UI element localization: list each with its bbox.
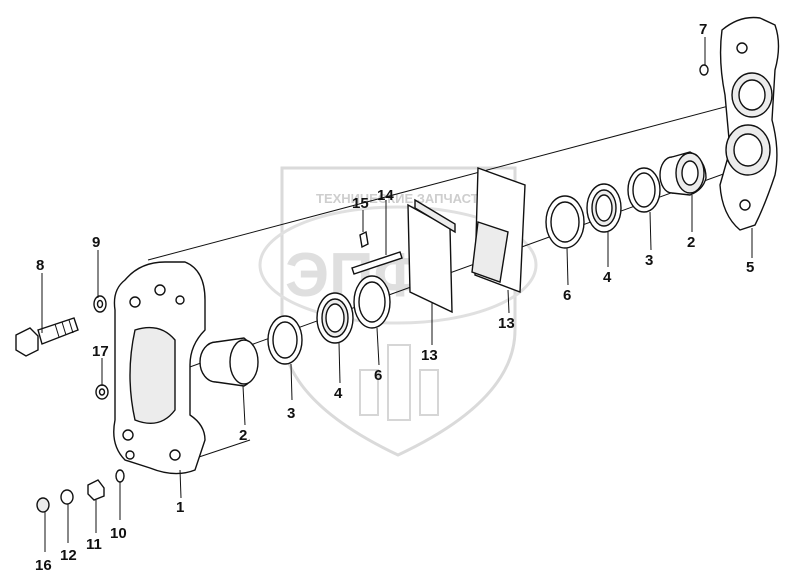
caliper-half-right bbox=[719, 16, 780, 231]
retaining-pin bbox=[351, 251, 403, 275]
callout-4-left: 4 bbox=[334, 385, 343, 402]
callout-15: 15 bbox=[352, 195, 369, 212]
callout-7: 7 bbox=[699, 21, 707, 38]
washer-9 bbox=[93, 295, 107, 313]
bleeder-screw-11 bbox=[87, 479, 105, 501]
leader-lines bbox=[41, 37, 753, 552]
watermark-ring bbox=[258, 205, 538, 325]
cap-16 bbox=[36, 497, 50, 513]
brake-pad-left bbox=[407, 198, 456, 314]
bolt bbox=[15, 317, 79, 357]
ring-6-left bbox=[353, 275, 391, 329]
callout-6-right: 6 bbox=[563, 287, 571, 304]
bleeder-fitting-12 bbox=[60, 489, 74, 505]
callout-16: 16 bbox=[35, 557, 52, 574]
washer-17 bbox=[95, 384, 109, 400]
callout-13-right: 13 bbox=[498, 315, 515, 332]
watermark-city-icon bbox=[359, 344, 439, 421]
seal-3-right bbox=[627, 167, 661, 213]
assembly-axes bbox=[139, 94, 771, 471]
caliper-half-left bbox=[113, 261, 206, 475]
callout-4-right: 4 bbox=[603, 269, 612, 286]
dust-boot-4-right bbox=[586, 183, 622, 233]
callout-13-left: 13 bbox=[421, 347, 438, 364]
callout-8: 8 bbox=[36, 257, 44, 274]
callout-3-right: 3 bbox=[645, 252, 653, 269]
seal-3-left bbox=[267, 315, 303, 365]
callout-9: 9 bbox=[92, 234, 100, 251]
callout-17: 17 bbox=[92, 343, 109, 360]
callout-11: 11 bbox=[86, 536, 102, 553]
bleeder-washer-10 bbox=[115, 469, 125, 483]
ring-6-right bbox=[545, 195, 585, 249]
dust-boot-4-left bbox=[316, 292, 354, 344]
callout-2-left: 2 bbox=[239, 427, 247, 444]
piston-left bbox=[199, 337, 259, 387]
callout-14: 14 bbox=[377, 187, 394, 204]
callout-12: 12 bbox=[60, 547, 77, 564]
callout-10: 10 bbox=[110, 525, 127, 542]
callout-5: 5 bbox=[746, 259, 754, 276]
brake-pad-right bbox=[471, 167, 526, 293]
callout-6-left: 6 bbox=[374, 367, 382, 384]
washer-7 bbox=[699, 64, 709, 76]
watermark-caption: ТЕХНИЧЕСКИЕ ЗАПЧАСТИ bbox=[316, 191, 488, 206]
callout-2-right: 2 bbox=[687, 234, 695, 251]
callouts: 1 2 3 4 6 13 13 14 15 8 9 17 6 4 3 2 5 7… bbox=[35, 21, 754, 574]
callout-3-left: 3 bbox=[287, 405, 295, 422]
spring-clip bbox=[359, 230, 369, 249]
callout-1: 1 bbox=[176, 499, 184, 516]
piston-right bbox=[659, 151, 707, 196]
